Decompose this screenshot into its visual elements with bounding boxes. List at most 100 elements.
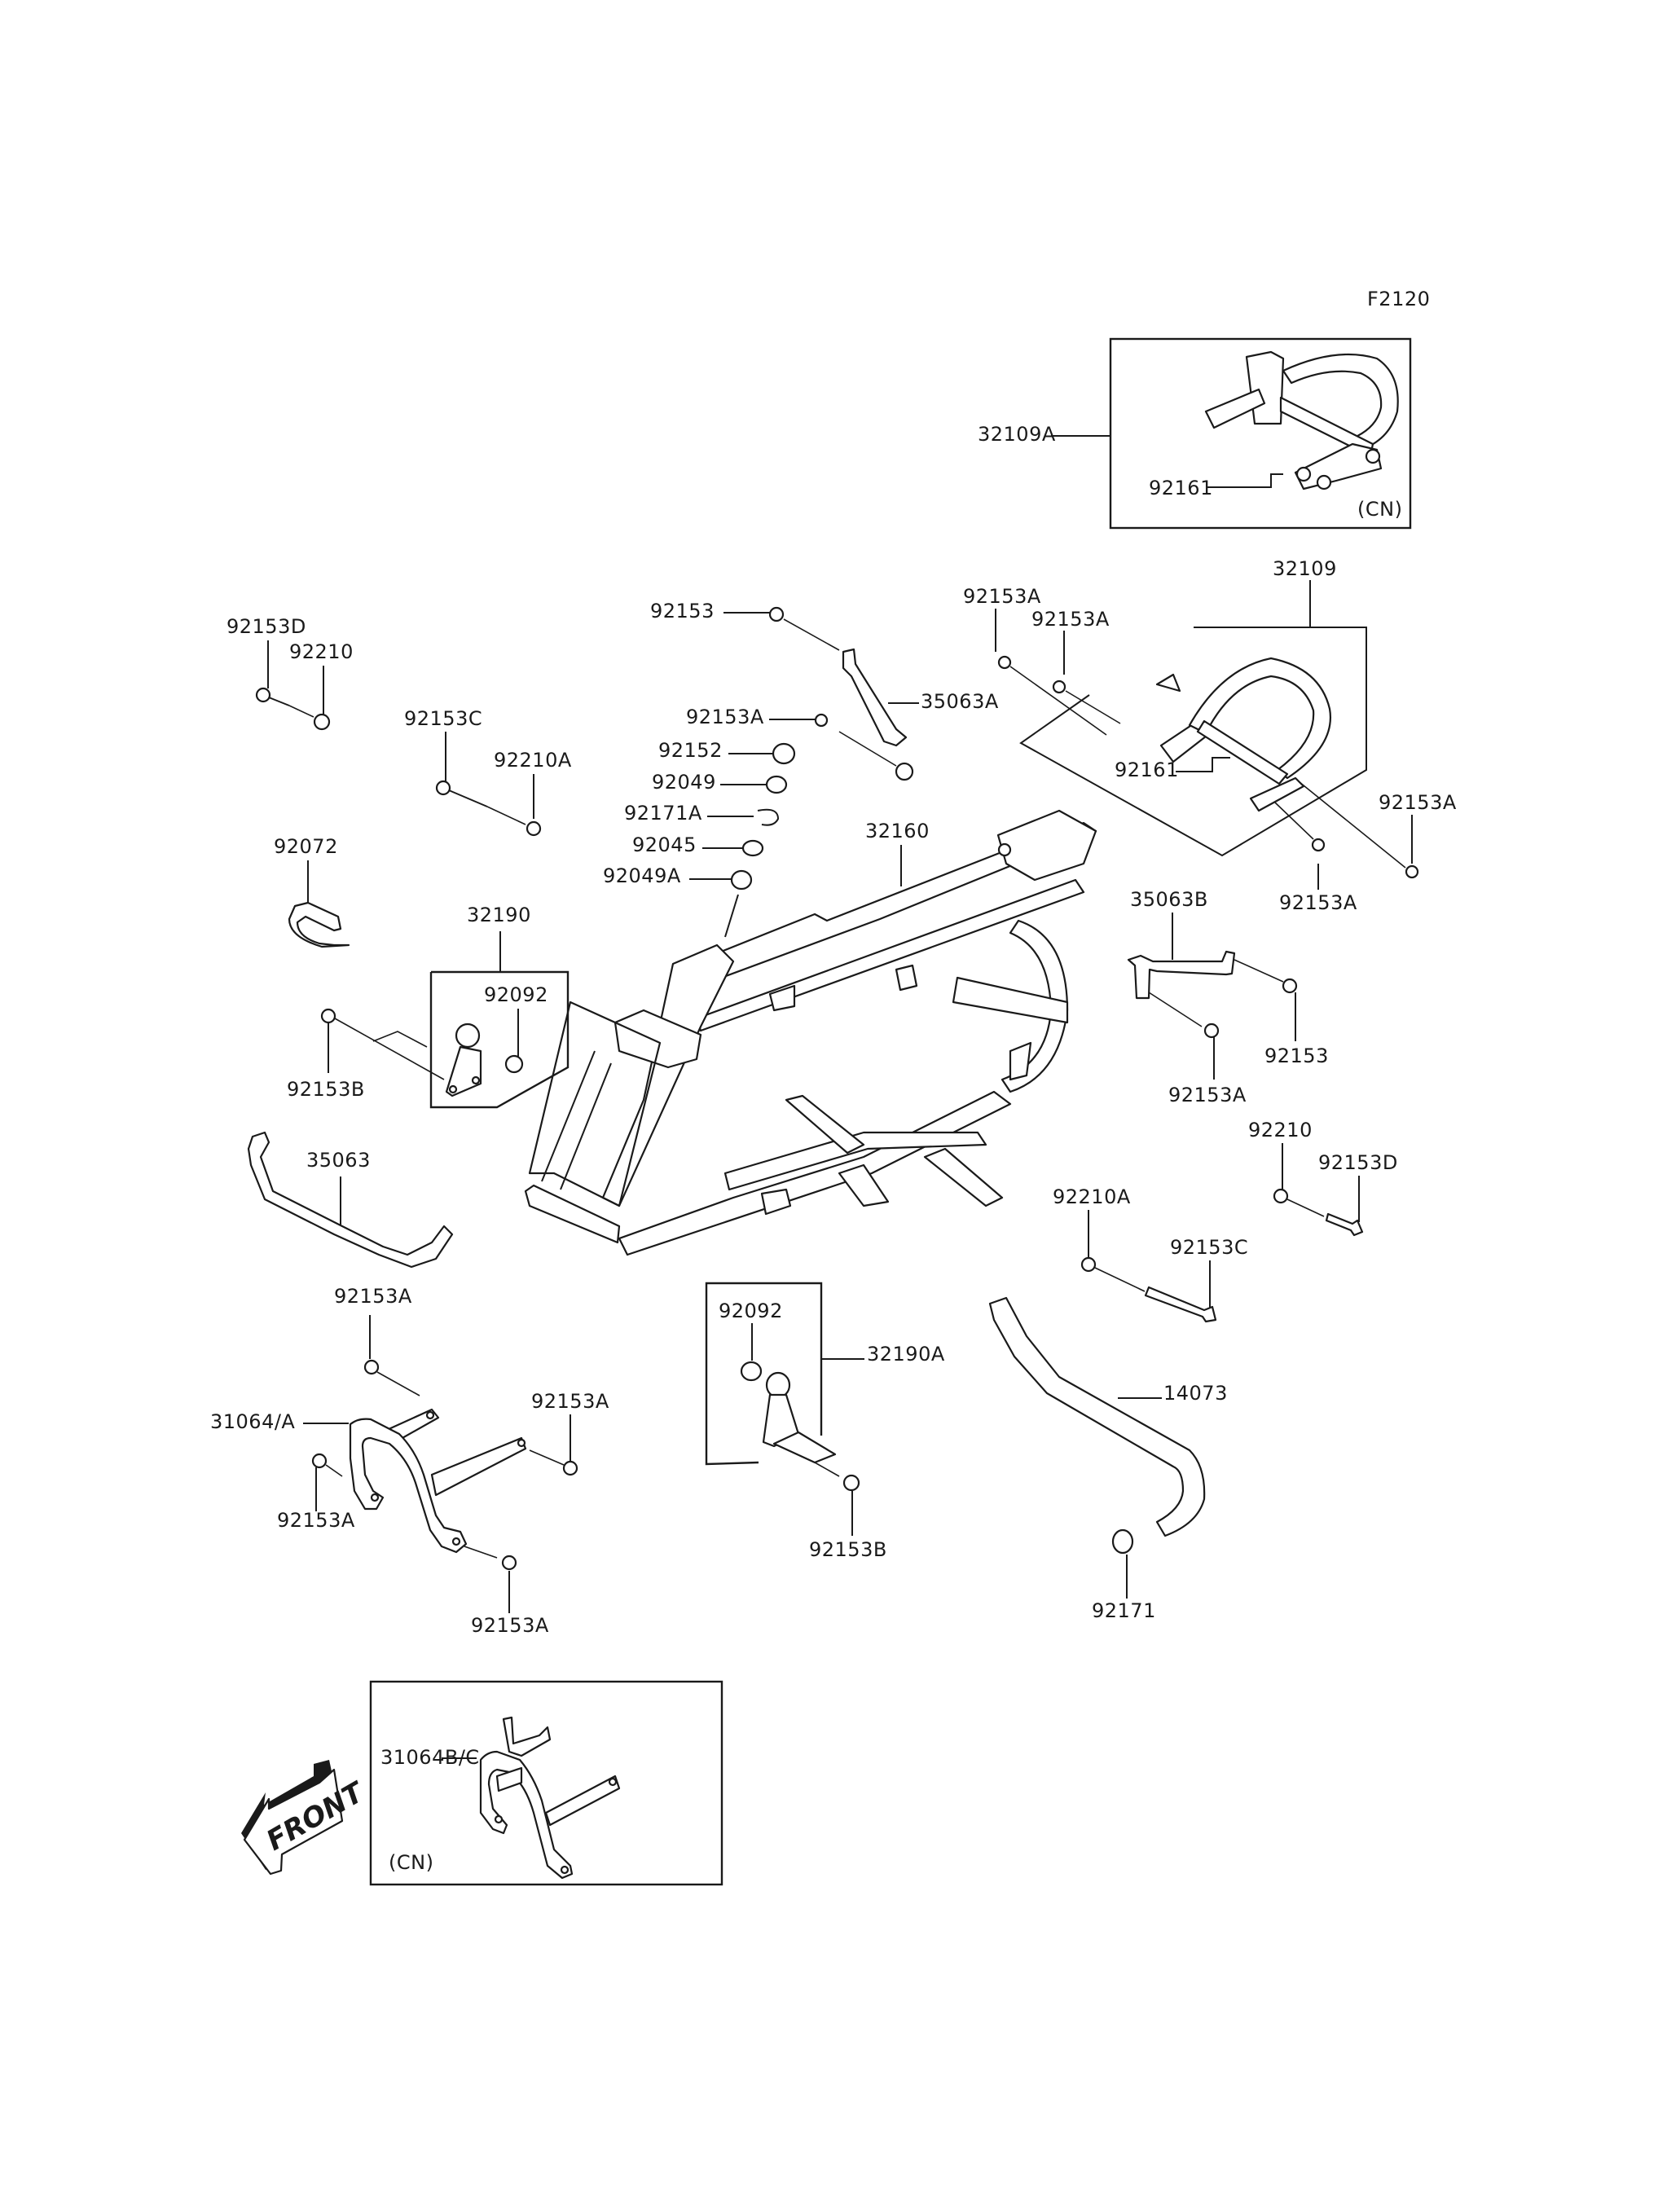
- group-32190A: 92092 32190A 92153B: [705, 1282, 945, 1561]
- nut-92210-left[interactable]: [313, 713, 331, 731]
- label-92049[interactable]: 92049: [652, 771, 716, 794]
- label-92092-center[interactable]: 92092: [719, 1300, 783, 1322]
- label-32109A[interactable]: 32109A: [978, 423, 1056, 446]
- bolt-92153-top[interactable]: [768, 606, 785, 622]
- region-note-cn-bottom: (CN): [389, 1851, 433, 1874]
- label-35063[interactable]: 35063: [306, 1149, 371, 1172]
- bolt-92153D-right[interactable]: [1325, 1212, 1364, 1237]
- bolt-92153A-right[interactable]: [1203, 1023, 1220, 1039]
- step-bracket-31064A-part[interactable]: [349, 1408, 527, 1554]
- inset-32109A: 32109A 92161 (CN): [978, 337, 1412, 530]
- label-32190A[interactable]: 32190A: [867, 1343, 945, 1366]
- bolt-92153D-left[interactable]: [255, 687, 314, 718]
- band-92072-part[interactable]: [288, 901, 350, 948]
- bolt-92153B-center[interactable]: [842, 1474, 860, 1492]
- group-32190: 32190 92092 92153B: [287, 904, 570, 1109]
- group-14073: 14073 92171: [988, 1296, 1228, 1622]
- label-92210A-right[interactable]: 92210A: [1053, 1185, 1131, 1208]
- bolt-92153A-b3[interactable]: [311, 1453, 328, 1469]
- group-35063B: 35063B 92153 92153A: [1127, 888, 1329, 1106]
- bolt-92153A-rack-4[interactable]: [1311, 838, 1326, 852]
- label-92153B-center[interactable]: 92153B: [809, 1538, 887, 1561]
- rear-carrier-cn-part[interactable]: [1204, 350, 1399, 490]
- collar-92092-center[interactable]: [740, 1361, 763, 1382]
- front-bar-35063-part[interactable]: [247, 1131, 454, 1269]
- nut-92210A-right[interactable]: [1080, 1256, 1097, 1273]
- label-92153A-rack-4[interactable]: 92153A: [1279, 891, 1357, 914]
- label-92153A-b2[interactable]: 92153A: [531, 1390, 609, 1413]
- label-92153A-right[interactable]: 92153A: [1168, 1084, 1247, 1106]
- label-92153A-b1[interactable]: 92153A: [334, 1285, 412, 1308]
- bolt-92153A-b1[interactable]: [363, 1359, 380, 1375]
- label-92153C-right[interactable]: 92153C: [1170, 1236, 1248, 1259]
- bolt-92153A-mid[interactable]: [814, 713, 829, 728]
- label-92153A-rack-2[interactable]: 92153A: [1031, 608, 1110, 631]
- pipe-14073-part[interactable]: [988, 1296, 1206, 1537]
- clamp-92171[interactable]: [1111, 1528, 1134, 1555]
- label-92153B-left[interactable]: 92153B: [287, 1078, 365, 1101]
- label-92153-right[interactable]: 92153: [1264, 1045, 1329, 1067]
- inset-frame-bottom: [369, 1680, 723, 1886]
- rear-carrier-part[interactable]: [1155, 657, 1331, 812]
- label-92153D-left[interactable]: 92153D: [226, 615, 306, 638]
- label-92153A-rack-1[interactable]: 92153A: [963, 585, 1041, 608]
- label-92153D-right[interactable]: 92153D: [1318, 1151, 1398, 1174]
- label-92152[interactable]: 92152: [658, 739, 723, 762]
- group-upper-left-fasteners: 92153D 92210 92153C 92210A 92072: [226, 615, 572, 948]
- label-92153C-left[interactable]: 92153C: [404, 707, 482, 730]
- label-35063A[interactable]: 35063A: [921, 690, 999, 713]
- frame-32160-part[interactable]: [524, 809, 1097, 1256]
- label-92153-top[interactable]: 92153: [650, 600, 715, 622]
- bolt-92153A-rack-1[interactable]: [997, 655, 1012, 670]
- collar-92045[interactable]: [741, 839, 764, 857]
- box-32190: [429, 970, 570, 1109]
- label-92092-left[interactable]: 92092: [484, 983, 548, 1006]
- collar-92152[interactable]: [772, 742, 796, 765]
- label-32190[interactable]: 32190: [467, 904, 531, 926]
- clamp-92171A[interactable]: [757, 808, 780, 826]
- label-92171A[interactable]: 92171A: [624, 802, 702, 825]
- label-92049A[interactable]: 92049A: [603, 864, 681, 887]
- bolt-92153C-left[interactable]: [435, 780, 526, 825]
- bolt-92153B-left[interactable]: [320, 1008, 336, 1024]
- grommet-92049[interactable]: [765, 775, 788, 794]
- label-92210A-left[interactable]: 92210A: [494, 749, 572, 772]
- label-35063B[interactable]: 35063B: [1130, 888, 1208, 911]
- label-92171[interactable]: 92171: [1092, 1599, 1156, 1622]
- label-14073[interactable]: 14073: [1163, 1382, 1228, 1405]
- mount-32190A-part[interactable]: [762, 1371, 837, 1464]
- label-92045[interactable]: 92045: [632, 833, 697, 856]
- mount-32190-part[interactable]: [445, 1023, 482, 1097]
- label-92161-rack[interactable]: 92161: [1115, 759, 1179, 781]
- label-92161-inset[interactable]: 92161: [1149, 477, 1213, 499]
- box-32190A: [705, 1282, 823, 1466]
- bolt-92153A-rack-2[interactable]: [1052, 679, 1066, 694]
- grommet-92049A[interactable]: [730, 869, 753, 891]
- bolt-92153-right[interactable]: [1282, 978, 1298, 994]
- label-92153A-mid[interactable]: 92153A: [686, 706, 764, 728]
- label-32160[interactable]: 32160: [865, 820, 930, 842]
- bolt-92153A-rack-3[interactable]: [1405, 864, 1419, 879]
- bolt-92153C-right[interactable]: [1144, 1286, 1217, 1323]
- nut-92210-right[interactable]: [1273, 1188, 1289, 1204]
- label-32109[interactable]: 32109: [1273, 557, 1337, 580]
- group-right-fasteners: 92210 92153D 92210A 92153C: [1053, 1119, 1398, 1323]
- front-arrow-shape: [243, 1768, 344, 1876]
- step-bracket-31064BC-part[interactable]: [479, 1716, 621, 1880]
- bolt-92153A-b2[interactable]: [562, 1460, 578, 1476]
- label-92210-right[interactable]: 92210: [1248, 1119, 1313, 1141]
- nut-92210A-left[interactable]: [526, 820, 542, 837]
- label-31064A[interactable]: 31064/A: [210, 1410, 295, 1433]
- label-92153A-b4[interactable]: 92153A: [471, 1614, 549, 1637]
- stay-35063A-part[interactable]: [842, 648, 908, 747]
- label-92072[interactable]: 92072: [274, 835, 338, 858]
- label-92210-left[interactable]: 92210: [289, 640, 354, 663]
- label-92153A-b3[interactable]: 92153A: [277, 1509, 355, 1532]
- diagram-code: F2120: [1367, 288, 1430, 310]
- group-center-stack: 92153 35063A 92153A 92152 92049 92171A 9…: [603, 600, 999, 938]
- collar-92092-left[interactable]: [504, 1054, 524, 1074]
- label-92153A-rack-3[interactable]: 92153A: [1379, 791, 1457, 814]
- bolt-92153A-b4[interactable]: [501, 1555, 517, 1571]
- stay-35063B-part[interactable]: [1127, 950, 1236, 1000]
